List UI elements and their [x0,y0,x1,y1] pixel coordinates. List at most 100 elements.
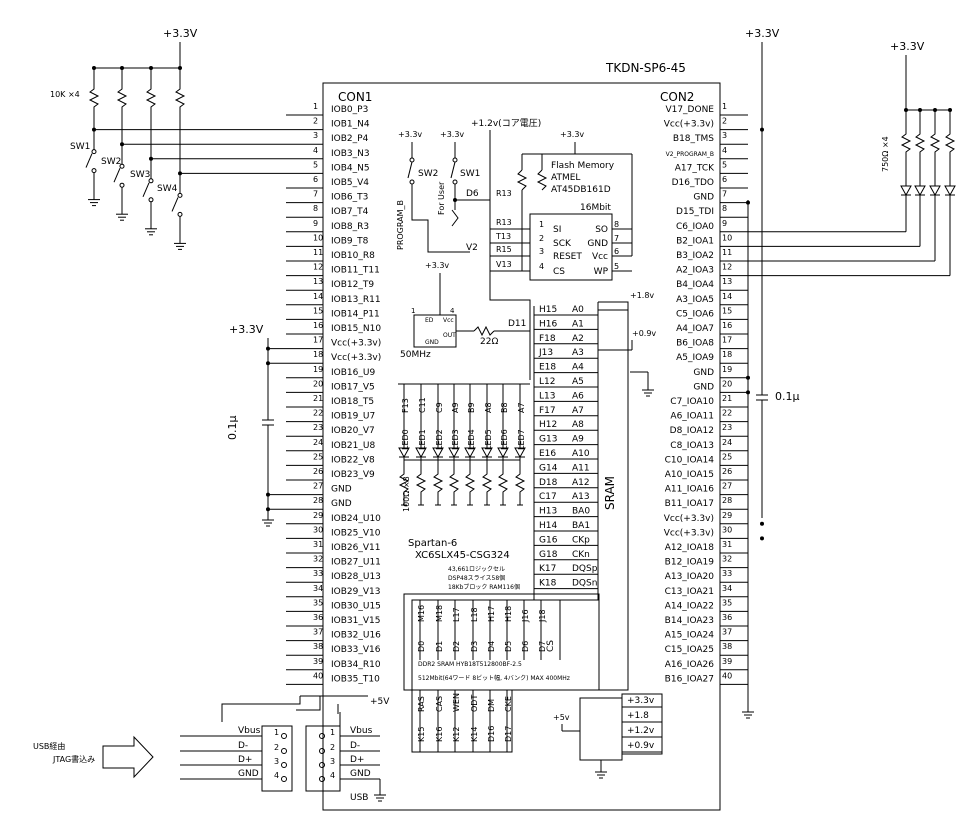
cfg-sw1: SW1 [460,169,480,179]
con2-pin-label: B3_IOA2 [676,251,714,261]
flash-fpga-pin: R13 [496,189,512,198]
usb-pin-hole [281,748,287,754]
con2-pin-number: 8 [722,204,727,213]
con1-pin-label: Vcc(+3.3v) [331,353,381,363]
con1-pin-label: IOB13_R11 [331,295,381,305]
con1-pin-number: 11 [313,248,323,257]
osc-pin-out: OUT [443,332,456,339]
fpga-label: Spartan-6 XC6SLX45-CSG324 43,661ロジックセル D… [408,538,520,591]
con2-pin-label: B16_IOA27 [665,674,714,684]
switch-contact [148,178,154,184]
sram-ctrl-pin: D16 [487,726,496,742]
sram-fpga-pin: F17 [539,406,556,416]
ddr-line1: DDR2 SRAM HYB18T512800BF-2.5 [418,661,522,668]
sram-signal: A8 [572,420,584,430]
con2-pin-label: D16_TDO [672,178,714,188]
usb-left-number: 3 [274,757,279,766]
con2-pin-number: 37 [722,628,732,637]
sram-data-pin: L17 [452,607,461,622]
sram-fpga-pin: L12 [539,377,555,387]
sram-data-pin: H17 [487,606,496,622]
flash-line2: ATMEL [551,173,580,183]
fpga-spec3: 18Kbブロック RAM116個 [448,583,520,591]
sram-ctrl-pin: D17 [504,726,513,742]
led-fpga-pin: C9 [435,402,444,413]
con1-pin-number: 31 [313,540,323,549]
con1-pin-number: 22 [313,409,323,418]
con2-pin-number: 19 [722,365,732,374]
con1-pin-number: 23 [313,423,323,432]
usb-left-signal: D- [238,741,248,751]
usb-label: USB [350,793,368,803]
con1-pin-label: IOB28_U13 [331,572,381,582]
sw-label-2: SW2 [101,157,121,167]
con2-pin-number: 22 [722,409,732,418]
sram-fpga-pin: E18 [539,363,556,373]
sram-data-pin: M16 [417,605,426,622]
con1-pin-label: IOB24_U10 [331,514,381,524]
con1-pin-label: IOB10_R8 [331,251,375,261]
con1-pin-number: 29 [313,511,323,520]
flash-fpga-pin: R15 [496,245,512,254]
led-diode [914,185,926,197]
sram-signal: A2 [572,334,584,344]
resistor-symbol [481,470,493,500]
resistor-symbol [398,470,410,500]
con2-pin-label: A12_IOA18 [665,543,715,553]
power-label-left2: +3.3V [229,323,264,336]
con1-pin-label: IOB16_U9 [331,368,375,378]
con2-pin-number: 20 [722,379,732,388]
con1-pin-label: IOB6_T3 [331,193,368,203]
osc-num-4: 4 [450,307,455,315]
sram-data-signal: D6 [521,641,530,652]
con2-pin-number: 38 [722,642,732,651]
con2-pin-label: A6_IOA11 [670,412,714,422]
con1-pin-label: IOB34_R10 [331,660,381,670]
con1-pin-number: 30 [313,525,323,534]
reg-v5-label: +5v [553,713,570,722]
resistor-symbol [116,85,128,110]
con2-pin-label: V17_DONE [665,105,714,115]
switch-contact [119,163,125,169]
con1-pin-number: 15 [313,306,323,315]
usb-right-signal: D+ [350,755,364,765]
con2-pin-number: 31 [722,540,732,549]
con1-pin-label: IOB1_N4 [331,120,370,130]
con2-pin-label: D15_TDI [676,207,714,217]
led-res-label: 100Ω ×8 [402,476,411,512]
con1-pin-label: IOB8_R3 [331,222,369,232]
sram-signal: A6 [572,391,584,401]
cfg-sw2: SW2 [418,169,438,179]
con1-pin-label: IOB20_V7 [331,426,375,436]
led-diode [944,185,956,197]
con1-pin-label: IOB2_P4 [331,134,369,144]
sram-data-signal: D1 [435,641,444,652]
switch-contact [91,149,97,155]
con1-pin-label: IOB27_U11 [331,558,381,568]
sram-fpga-pin: H16 [539,319,557,329]
con1-pin-number: 13 [313,277,323,286]
flash-pin-number: 3 [539,247,544,256]
con2-pin-number: 39 [722,657,732,666]
con2-pin-label: D8_IOA12 [670,426,714,436]
con2-pin-number: 29 [722,511,732,520]
regulator-output: +0.9v [627,741,655,751]
led-fpga-pin: A9 [451,402,460,413]
con2-pin-label: C8_IOA13 [670,441,714,451]
usb-pin-hole [319,762,325,768]
flash-pin-label: RESET [553,252,582,262]
con1-pin-label: IOB22_V8 [331,455,375,465]
fpga-spec2: DSP48スライス58個 [448,574,505,582]
con1-pin-number: 34 [313,584,323,593]
flash-line1: Flash Memory [551,161,615,171]
sram-fpga-pin: F18 [539,334,556,344]
usb-pin-hole [319,733,325,739]
resistor-symbol [914,130,926,160]
sw-label-4: SW4 [157,184,178,194]
con1-pin-number: 24 [313,438,323,447]
flash-pin-label: SO [595,225,608,235]
con2-pin-label: GND [693,368,714,378]
